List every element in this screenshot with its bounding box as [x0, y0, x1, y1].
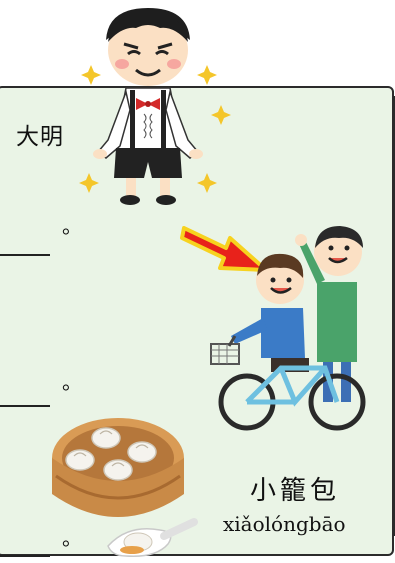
answer-blank-1[interactable]: [0, 254, 50, 256]
vocab-characters: 小籠包: [250, 476, 341, 506]
panel-right-border: [392, 96, 395, 536]
kids-bicycle-illustration: [210, 226, 366, 431]
sparkle-icon: [79, 65, 231, 193]
full-stop-1: 。: [62, 214, 82, 238]
xiaolongbao-steamer-illustration: [52, 418, 198, 557]
red-arrow-icon: [180, 226, 268, 272]
answer-blank-2[interactable]: [0, 405, 50, 407]
character-name-label: 大明: [16, 124, 64, 150]
answer-blank-3[interactable]: [0, 555, 50, 557]
vocab-pinyin: xiǎolóngbāo: [223, 512, 346, 536]
full-stop-3: 。: [62, 526, 82, 550]
waiter-illustration: [79, 8, 231, 205]
dumpling-icon: [65, 427, 157, 481]
full-stop-2: 。: [62, 370, 82, 394]
